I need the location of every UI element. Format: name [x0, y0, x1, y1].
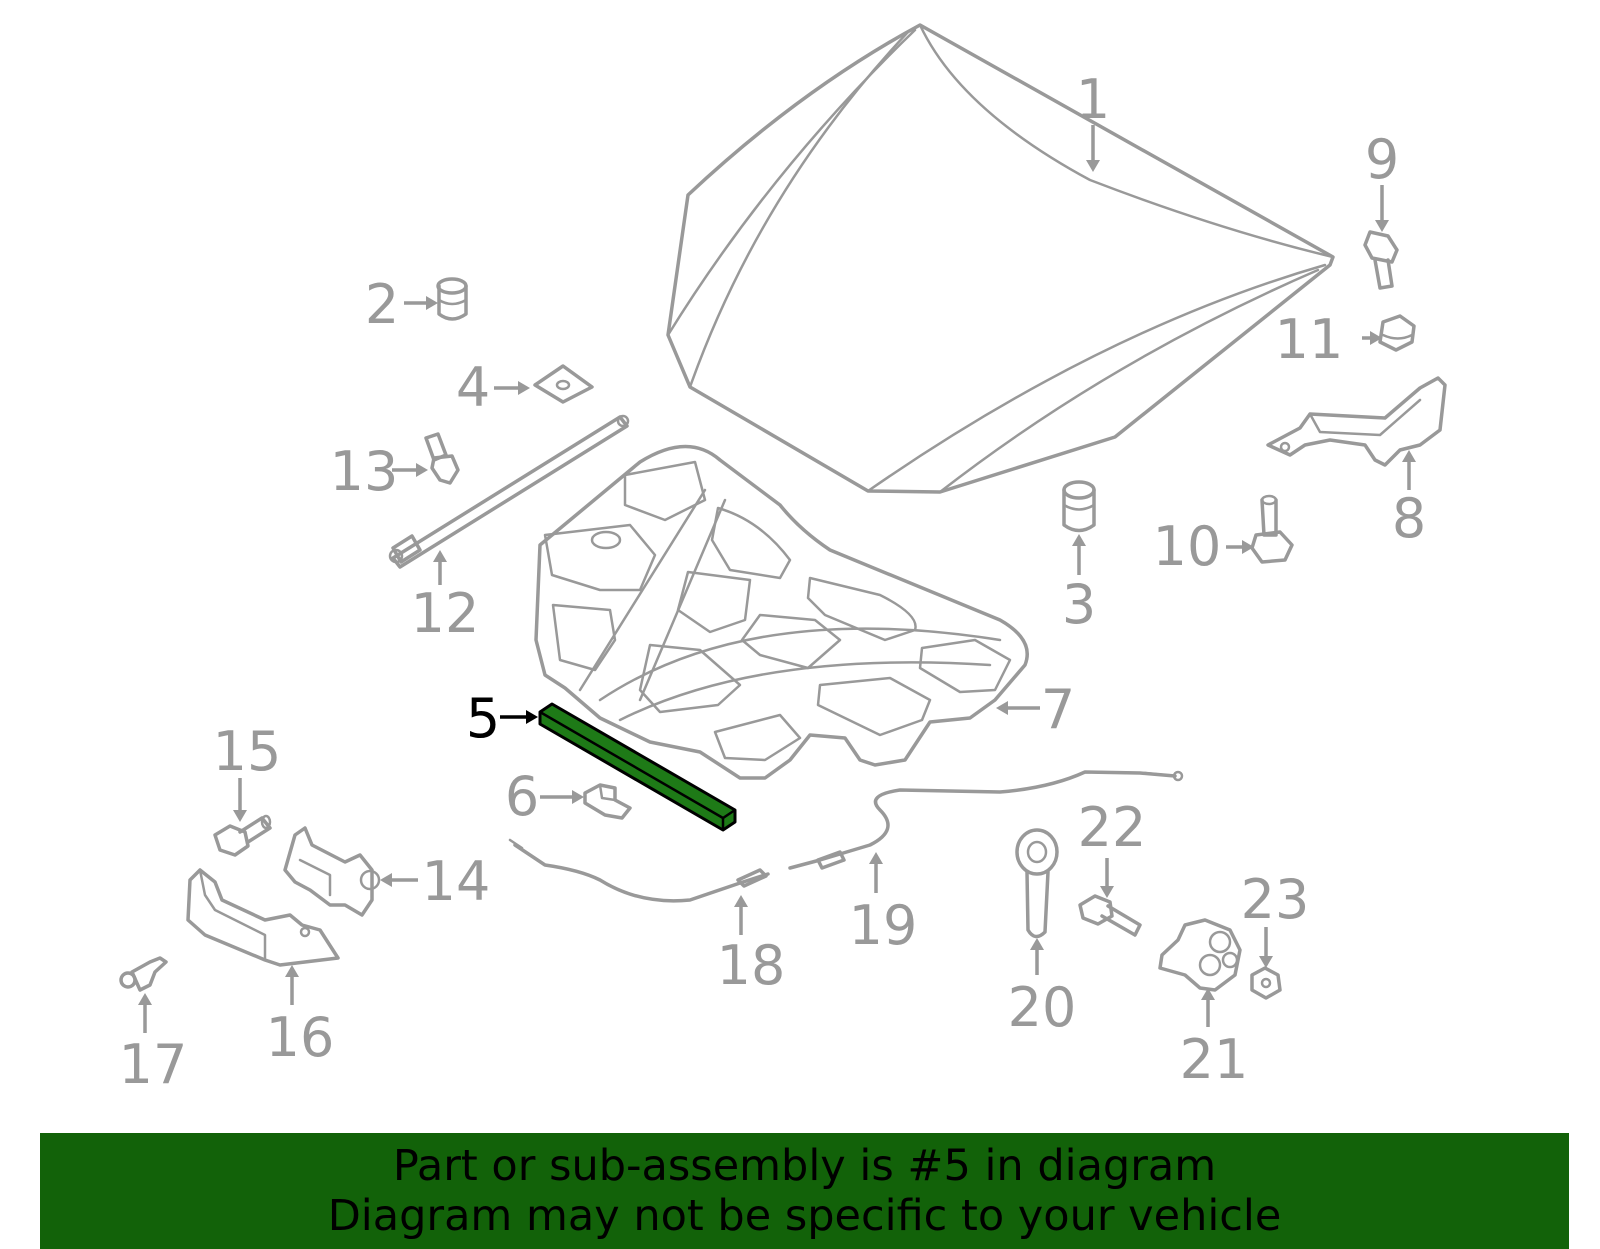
callout-1: 1 [1076, 68, 1110, 131]
part-23-nut[interactable] [1250, 966, 1282, 1000]
part-4-pad[interactable] [533, 364, 594, 404]
part-7-hood-insulator[interactable] [534, 444, 1029, 780]
callout-23: 23 [1241, 868, 1310, 931]
banner-line-1: Part or sub-assembly is #5 in diagram [392, 1141, 1217, 1191]
callout-7: 7 [1041, 678, 1075, 741]
part-10-bolt[interactable] [1250, 494, 1294, 564]
part-9-bolt[interactable] [1363, 230, 1399, 290]
part-17-clip[interactable] [119, 956, 168, 992]
part-11-nut[interactable] [1378, 314, 1416, 352]
callout-13: 13 [330, 440, 399, 503]
part-3-bumper[interactable] [1062, 480, 1096, 533]
callout-5: 5 [466, 687, 500, 750]
part-6-clip[interactable] [583, 783, 632, 820]
callout-18: 18 [717, 934, 786, 997]
callout-6: 6 [505, 765, 539, 828]
callout-22: 22 [1078, 796, 1147, 859]
callout-16: 16 [266, 1006, 335, 1069]
part-12-support-rod[interactable] [388, 414, 630, 569]
part-16-bracket[interactable] [186, 868, 340, 967]
callout-12: 12 [411, 582, 480, 645]
banner-line-2: Diagram may not be specific to your vehi… [327, 1191, 1282, 1241]
callout-14: 14 [422, 850, 491, 913]
callout-2: 2 [365, 273, 399, 336]
part-15-bolt[interactable] [213, 814, 272, 857]
part-19-cable[interactable] [788, 770, 1184, 870]
callout-11: 11 [1275, 308, 1344, 371]
part-5-weatherstrip[interactable] [538, 702, 737, 832]
part-14-latch[interactable] [283, 826, 381, 917]
callout-20: 20 [1008, 976, 1077, 1039]
callout-15: 15 [213, 720, 282, 783]
part-1-hood[interactable] [666, 23, 1335, 494]
part-18-cable[interactable] [508, 838, 770, 903]
part-2-bumper[interactable] [436, 277, 468, 321]
callout-21: 21 [1180, 1028, 1249, 1091]
callout-4: 4 [456, 356, 490, 419]
part-22-bolt[interactable] [1078, 894, 1142, 937]
part-13-stud[interactable] [424, 432, 460, 485]
leader-arrows [138, 125, 1416, 1033]
callout-17: 17 [119, 1033, 188, 1096]
callout-10: 10 [1153, 515, 1222, 578]
callout-9: 9 [1365, 128, 1399, 191]
info-banner: Part or sub-assembly is #5 in diagram Di… [40, 1133, 1569, 1249]
part-8-hinge[interactable] [1266, 376, 1447, 467]
callout-labels: 1 2 3 4 5 6 7 8 9 10 11 12 13 14 15 16 1… [119, 68, 1427, 1096]
part-20-handle[interactable] [1015, 828, 1059, 939]
callout-19: 19 [849, 894, 918, 957]
part-21-latch-assembly[interactable] [1158, 918, 1242, 992]
callout-3: 3 [1062, 573, 1096, 636]
callout-8: 8 [1392, 487, 1426, 550]
parts-diagram: 1 2 3 4 5 6 7 8 9 10 11 12 13 14 15 16 1… [119, 23, 1447, 1096]
